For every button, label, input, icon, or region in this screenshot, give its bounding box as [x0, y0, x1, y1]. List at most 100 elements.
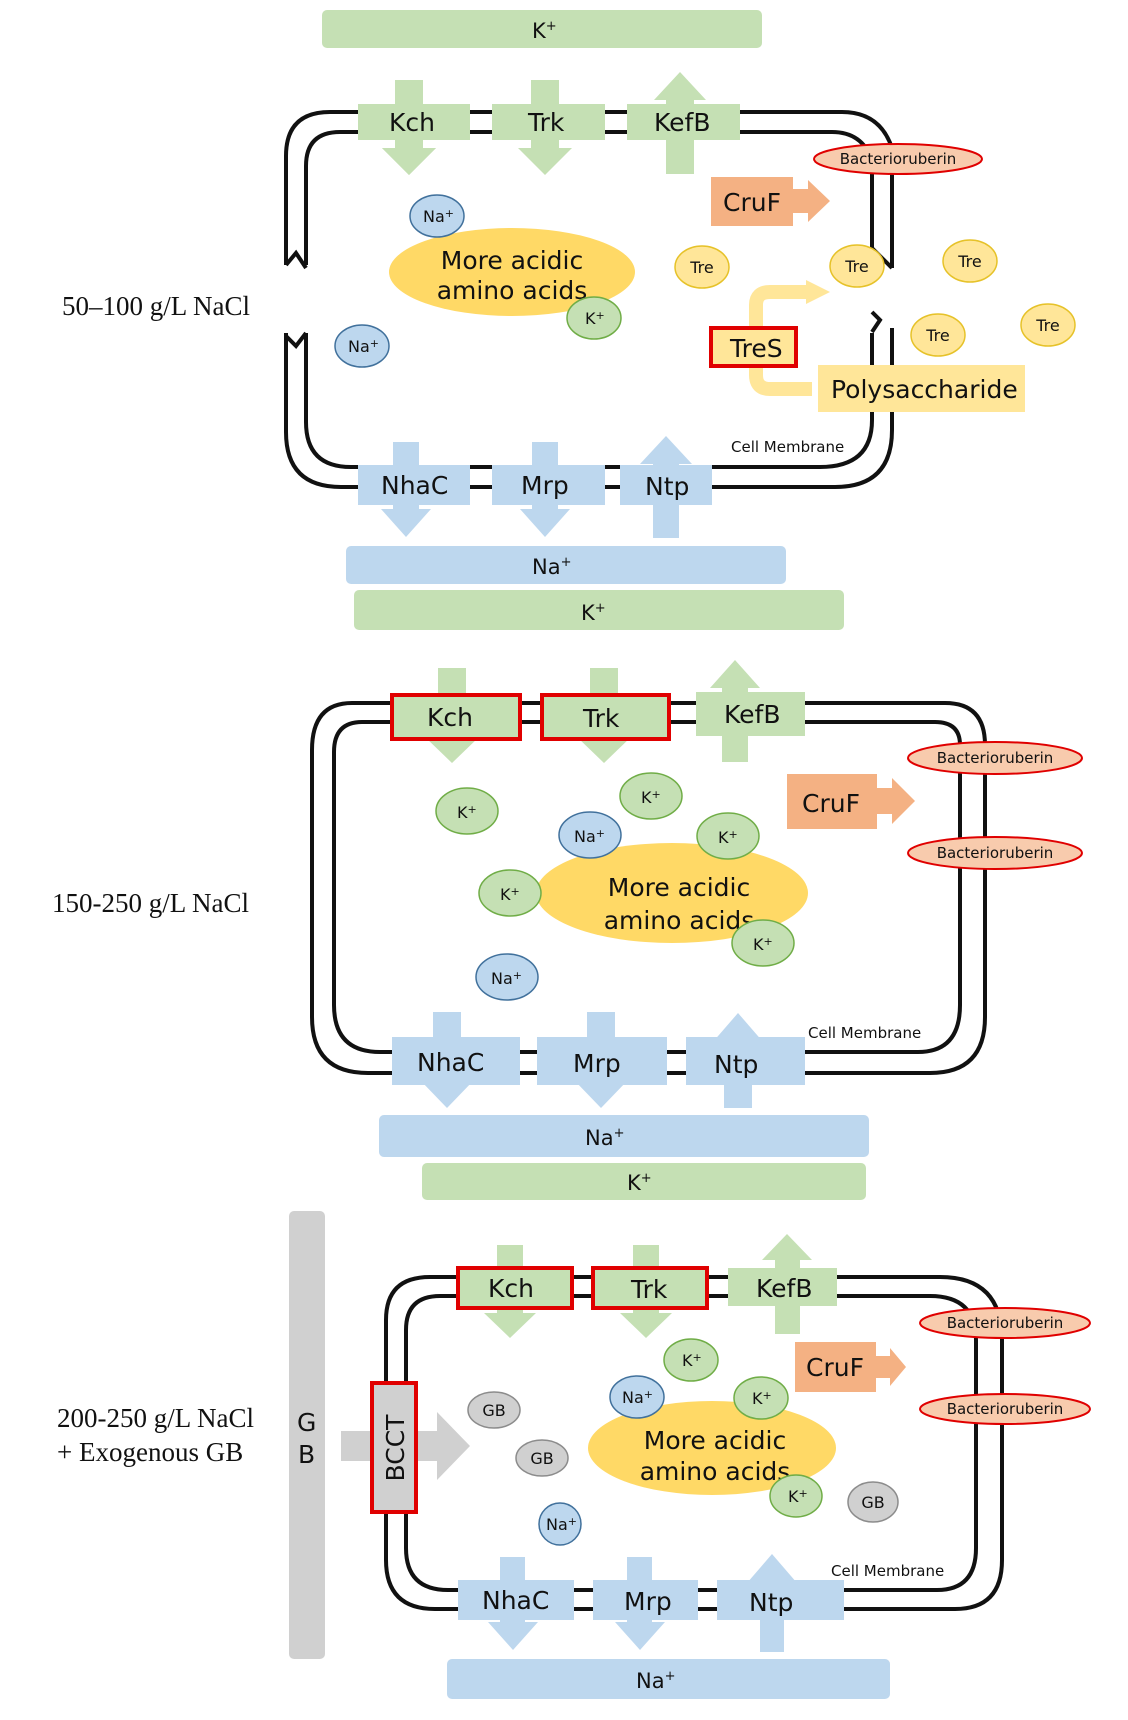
svg-text:Bacterioruberin: Bacterioruberin [840, 150, 957, 168]
svg-text:More acidic: More acidic [644, 1426, 787, 1455]
na-ion: Na+ [538, 1502, 582, 1546]
k-ion: K+ [733, 1376, 789, 1420]
svg-text:Na+: Na+ [348, 337, 379, 356]
transporter-trk: Trk [492, 80, 605, 175]
k-ion: K+ [566, 296, 622, 340]
svg-text:Na+: Na+ [423, 207, 454, 226]
glycine-betaine: GB [467, 1391, 521, 1429]
polysaccharide: Polysaccharide [818, 365, 1025, 412]
k-ion: K+ [731, 919, 795, 967]
svg-text:Mrp: Mrp [624, 1587, 672, 1616]
glycine-betaine: GB [515, 1439, 569, 1477]
svg-text:Na+: Na+ [636, 1669, 675, 1693]
na-ion: Na+ [334, 324, 390, 368]
na-ion: Na+ [409, 194, 465, 238]
transporter-trk: Trk [591, 1245, 709, 1338]
k-ion: K+ [435, 787, 499, 835]
svg-text:GB: GB [530, 1449, 553, 1468]
transporter-mrp: Mrp [593, 1557, 698, 1650]
bacterioruberin: Bacterioruberin [919, 1307, 1091, 1339]
svg-text:K+: K+ [581, 601, 606, 625]
cruf-enzyme: CruF [787, 774, 915, 829]
glycine-betaine: GB [847, 1481, 899, 1523]
panel-1: K+ [62, 10, 1076, 584]
svg-text:More acidic: More acidic [441, 246, 584, 275]
outside-na-bar: Na+ [447, 1659, 890, 1699]
svg-text:BCCT: BCCT [381, 1414, 410, 1482]
svg-text:Bacterioruberin: Bacterioruberin [947, 1314, 1064, 1332]
na-ion: Na+ [475, 953, 539, 1001]
bacterioruberin: Bacterioruberin [919, 1393, 1091, 1425]
acidic-amino-acids: More acidic amino acids [588, 1401, 836, 1495]
transporter-trk: Trk [540, 668, 671, 763]
membrane-label: Cell Membrane [831, 1562, 944, 1580]
svg-text:K+: K+ [457, 803, 477, 822]
membrane-label: Cell Membrane [731, 438, 844, 456]
svg-text:Na+: Na+ [585, 1126, 624, 1150]
cruf-enzyme: CruF [711, 177, 830, 226]
svg-text:Polysaccharide: Polysaccharide [831, 375, 1018, 404]
k-ion: K+ [478, 869, 542, 917]
trehalose: Tre [829, 244, 885, 288]
svg-text:Kch: Kch [389, 108, 435, 137]
outside-k-bar: K+ [354, 590, 844, 630]
svg-text:CruF: CruF [806, 1353, 864, 1382]
outside-na-bar: Na+ [379, 1115, 869, 1157]
transporter-nhac: NhaC [358, 442, 470, 537]
svg-text:Na+: Na+ [546, 1515, 577, 1534]
transporter-nhac: NhaC [458, 1557, 574, 1650]
transporter-ntp: Ntp [717, 1554, 844, 1652]
svg-text:Mrp: Mrp [521, 471, 569, 500]
svg-text:K+: K+ [500, 885, 520, 904]
svg-text:Ntp: Ntp [714, 1050, 758, 1079]
svg-text:Ntp: Ntp [749, 1588, 793, 1617]
svg-text:NhaC: NhaC [482, 1586, 549, 1615]
svg-text:Trk: Trk [582, 704, 620, 733]
svg-text:Mrp: Mrp [573, 1049, 621, 1078]
bacterioruberin: Bacterioruberin [907, 836, 1083, 870]
svg-text:Na+: Na+ [491, 969, 522, 988]
k-ion: K+ [696, 812, 760, 860]
svg-text:KefB: KefB [724, 700, 780, 729]
transporter-bcct: BCCT [370, 1381, 418, 1514]
na-ion: Na+ [609, 1375, 665, 1419]
svg-text:K+: K+ [627, 1171, 652, 1195]
svg-text:amino acids: amino acids [604, 906, 755, 935]
svg-text:Bacterioruberin: Bacterioruberin [937, 844, 1054, 862]
outside-k-bar: K+ [422, 1163, 866, 1200]
svg-text:KefB: KefB [654, 108, 710, 137]
svg-text:Tre: Tre [957, 252, 982, 271]
svg-text:Tre: Tre [925, 326, 950, 345]
outside-k-label: K+ [532, 19, 557, 43]
transporter-kch: Kch [456, 1245, 574, 1338]
outside-na-label: Na+ [532, 555, 571, 579]
transporter-nhac: NhaC [392, 1012, 520, 1108]
svg-text:Trk: Trk [527, 108, 565, 137]
svg-text:Tre: Tre [1035, 316, 1060, 335]
condition-label: 150-250 g/L NaCl [52, 888, 249, 918]
svg-text:Bacterioruberin: Bacterioruberin [947, 1400, 1064, 1418]
transporter-mrp: Mrp [492, 442, 605, 537]
svg-text:Na+: Na+ [574, 827, 605, 846]
trehalose: Tre [942, 239, 998, 283]
svg-text:CruF: CruF [802, 789, 860, 818]
acidic-amino-acids: More acidic amino acids [389, 228, 635, 316]
svg-text:G: G [297, 1408, 316, 1437]
svg-text:K+: K+ [788, 1487, 808, 1506]
transporter-mrp: Mrp [537, 1012, 667, 1108]
membrane-label: Cell Membrane [808, 1024, 921, 1042]
svg-text:GB: GB [482, 1401, 505, 1420]
svg-text:K+: K+ [585, 309, 605, 328]
transporter-ntp: Ntp [686, 1013, 805, 1108]
svg-text:Trk: Trk [630, 1275, 668, 1304]
transporter-kch: Kch [390, 668, 522, 763]
condition-label: 50–100 g/L NaCl [62, 291, 250, 321]
svg-text:Kch: Kch [427, 703, 473, 732]
trehalose: Tre [674, 245, 730, 289]
svg-text:K+: K+ [641, 788, 661, 807]
acidic-amino-acids: More acidic amino acids [536, 843, 808, 943]
transporter-kefb: KefB [696, 660, 805, 762]
condition-label: 200-250 g/L NaCl [57, 1403, 254, 1433]
outside-na-bar: Na+ [346, 546, 786, 584]
